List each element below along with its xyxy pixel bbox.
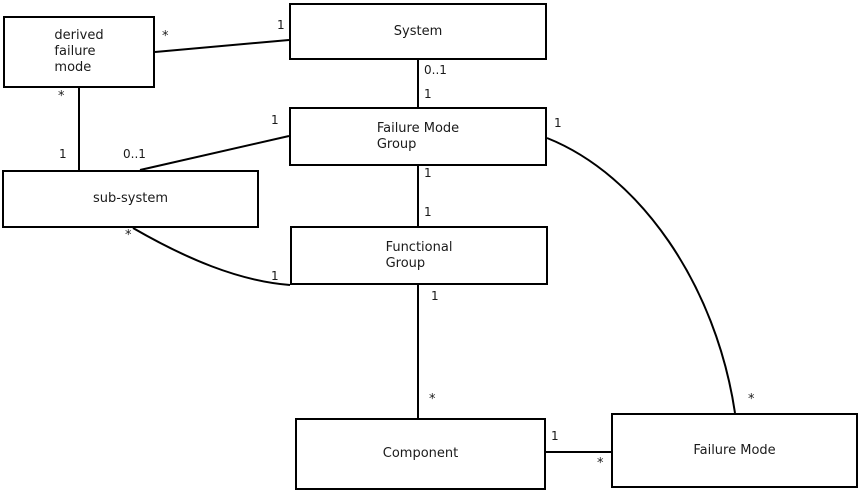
multiplicity-label-m-dfm-sub-far: 1 (59, 147, 67, 161)
multiplicity-label-m-sub-fmg-near: 0..1 (123, 147, 146, 161)
multiplicity-label-m-sub-fmg-far: 1 (271, 113, 279, 127)
multiplicity-label-m-system-fmg-far: 1 (424, 87, 432, 101)
class-box-system[interactable]: System (289, 3, 547, 60)
class-name-system: System (393, 23, 443, 39)
class-name-component: Component (382, 446, 459, 461)
class-name-functional-group: Functional Group (385, 239, 453, 271)
multiplicity-label-m-dfm-sub-near: * (58, 89, 65, 104)
class-name-failure-mode: Failure Mode (693, 442, 776, 458)
multiplicity-label-m-fg-comp-near: 1 (431, 289, 439, 303)
class-box-sub-system[interactable]: sub-system (2, 170, 259, 228)
class-box-functional-group[interactable]: Functional Group (290, 226, 548, 285)
class-name-derived-failure-mode: derived failure mode (54, 28, 104, 75)
association-sub-system--failure-mode-group (139, 135, 290, 171)
multiplicity-label-m-sub-fg-near: * (125, 228, 132, 243)
association-failure-mode-group--failure-mode (546, 137, 736, 414)
class-name-failure-mode-group: Failure Mode Group (376, 120, 460, 152)
class-box-failure-mode[interactable]: Failure Mode (611, 413, 858, 488)
multiplicity-label-m-dfm-system-far: 1 (277, 18, 285, 32)
multiplicity-label-m-comp-fm-near: 1 (551, 429, 559, 443)
multiplicity-label-m-fmg-fg-far: 1 (424, 205, 432, 219)
class-box-component[interactable]: Component (295, 418, 546, 490)
multiplicity-label-m-fmg-fm-far: * (748, 392, 755, 407)
multiplicity-label-m-comp-fm-far: * (597, 456, 604, 471)
multiplicity-label-m-fmg-fm-near: 1 (554, 116, 562, 130)
multiplicity-label-m-system-fmg-near: 0..1 (424, 63, 447, 77)
association-derived-failure-mode--system (154, 39, 290, 53)
multiplicity-label-m-fg-comp-far: * (429, 392, 436, 407)
multiplicity-label-m-dfm-system-near: * (162, 29, 169, 44)
class-box-failure-mode-group[interactable]: Failure Mode Group (289, 107, 547, 166)
class-box-derived-failure-mode[interactable]: derived failure mode (3, 16, 155, 88)
multiplicity-label-m-fmg-fg-near: 1 (424, 166, 432, 180)
association-sub-system--functional-group (132, 227, 291, 286)
multiplicity-label-m-sub-fg-far: 1 (271, 269, 279, 283)
class-name-sub-system: sub-system (93, 191, 168, 206)
